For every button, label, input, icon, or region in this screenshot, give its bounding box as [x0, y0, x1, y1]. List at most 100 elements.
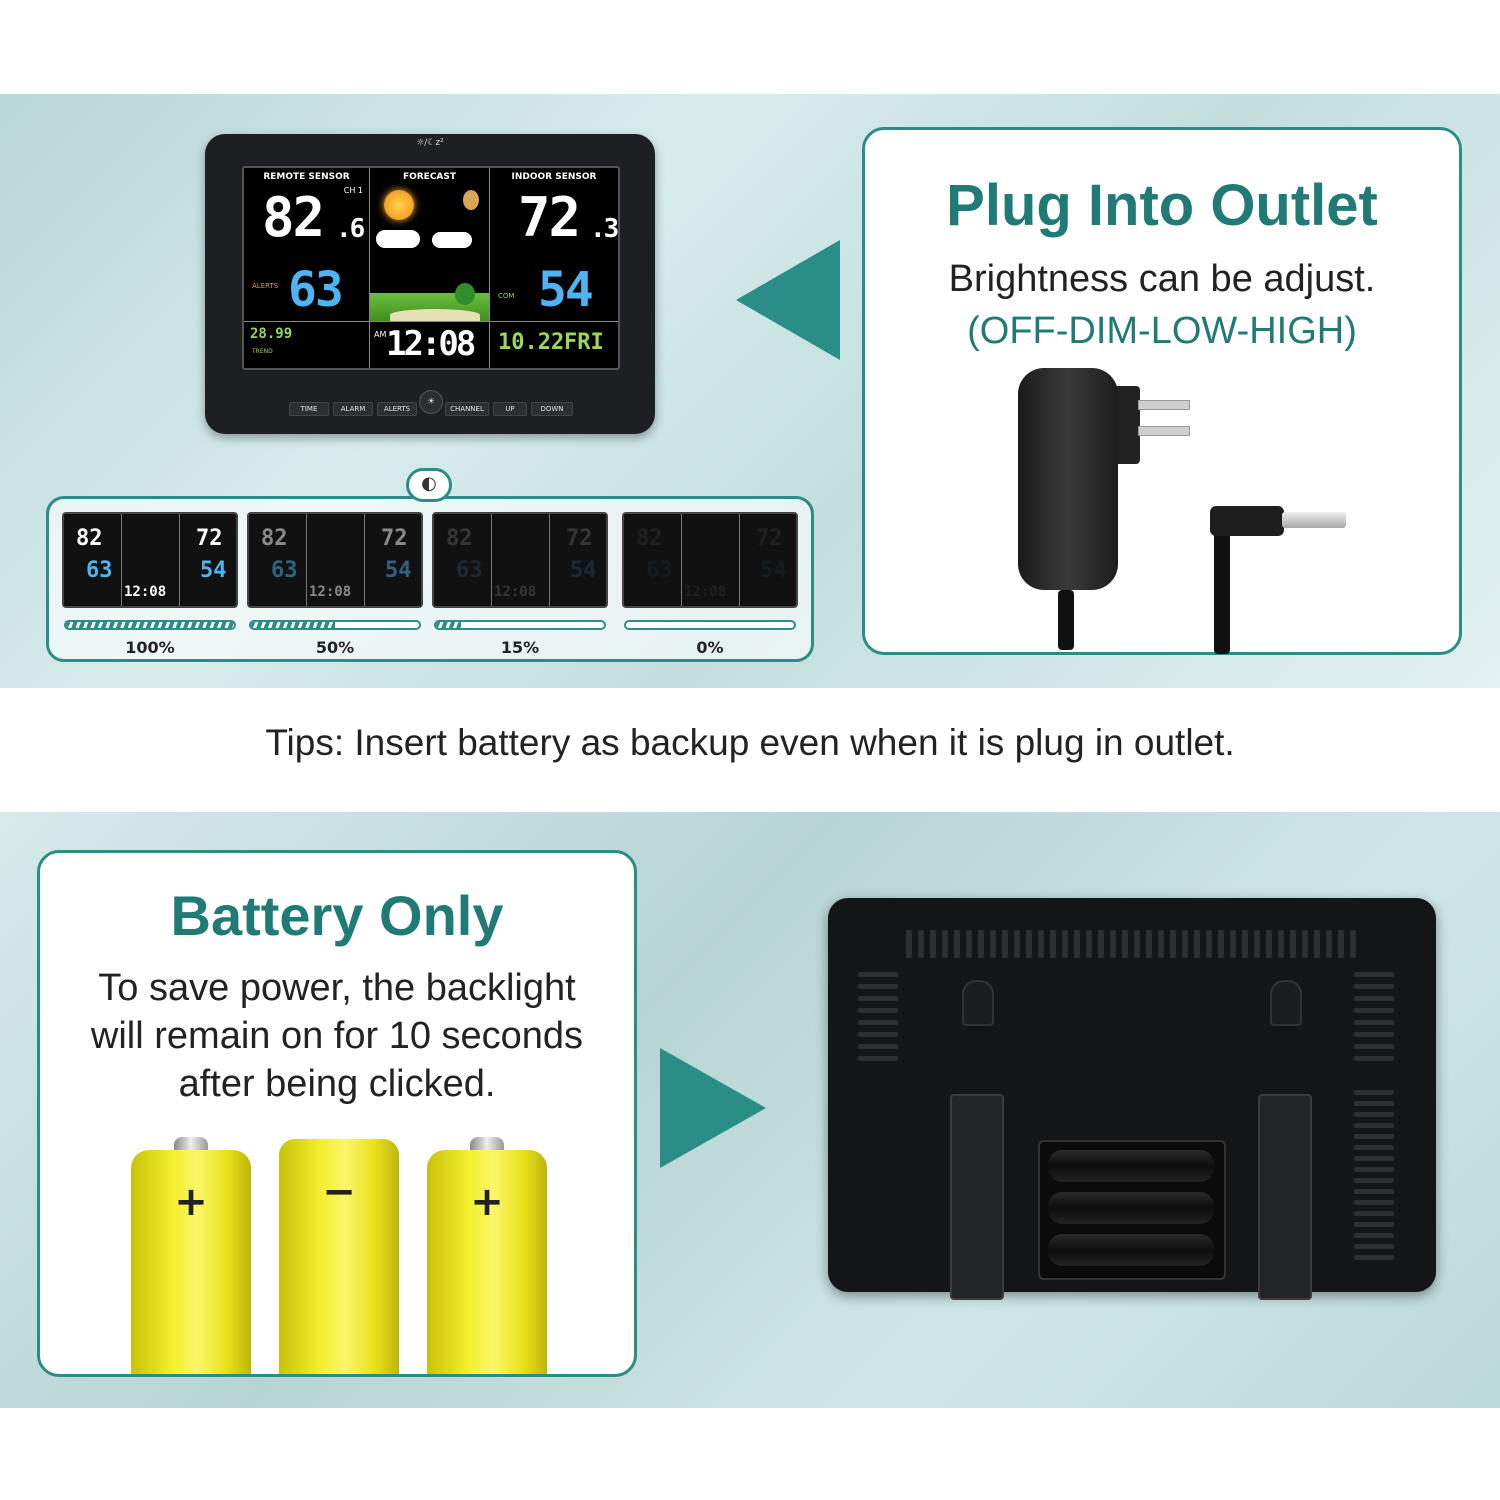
remote-humidity: 63 — [288, 262, 344, 318]
vent-slot — [1134, 930, 1140, 958]
vent-slot — [1290, 930, 1296, 958]
preview-indoor-humidity: 54 — [760, 558, 787, 583]
vent-slot — [1338, 930, 1344, 958]
side-vent — [1354, 984, 1394, 989]
vent-slot — [1170, 930, 1176, 958]
forecast-label: FORECAST — [402, 172, 457, 182]
aa-battery — [1048, 1234, 1214, 1266]
lcd-screen: REMOTE SENSOR CH 1 82 .6 ALERTS 63 FOREC… — [242, 166, 620, 370]
vent-slot — [1278, 930, 1284, 958]
brightness-percent-label: 50% — [315, 638, 355, 657]
date-value: 10.22 — [498, 330, 565, 355]
vent-slot — [978, 930, 984, 958]
button-row: TIME ALARM ALERTS CHANNEL UP DOWN — [205, 402, 655, 422]
indoor-sensor-cell: INDOOR SENSOR 72 .3 COM 54 — [490, 168, 618, 322]
light-button[interactable]: ☀ — [419, 390, 443, 414]
battery-icon — [427, 1150, 547, 1374]
preview-cell — [624, 514, 682, 606]
battery-line-1: To save power, the backlight — [98, 967, 576, 1009]
outlet-title: Plug Into Outlet — [946, 173, 1378, 238]
outlet-line-1: Brightness can be adjust. — [948, 258, 1376, 300]
alerts-button[interactable]: ALERTS — [377, 402, 417, 416]
side-vent — [1354, 1211, 1394, 1216]
indoor-sensor-label: INDOOR SENSOR — [511, 172, 597, 182]
brightness-bar — [249, 620, 421, 630]
vent-slot — [1038, 930, 1044, 958]
side-vent — [1354, 1032, 1394, 1037]
side-vent — [858, 1056, 898, 1061]
preview-indoor-temp: 72 — [196, 526, 223, 551]
alarm-button[interactable]: ALARM — [333, 402, 373, 416]
time-cell: AM 12:08 — [370, 322, 490, 368]
side-vent — [1354, 972, 1394, 977]
preview-remote-temp: 82 — [76, 526, 103, 551]
power-adapter-icon — [1018, 368, 1118, 590]
weather-station-front: ☼/☾z² REMOTE SENSOR CH 1 82 .6 ALERTS 63… — [205, 134, 655, 434]
battery-sign: − — [322, 1169, 356, 1215]
vent-slot — [990, 930, 996, 958]
side-vent — [1354, 1156, 1394, 1161]
vent-slot — [1194, 930, 1200, 958]
vent-slot — [1002, 930, 1008, 958]
side-vent — [1354, 1020, 1394, 1025]
preview-remote-humidity: 63 — [646, 558, 673, 583]
plug-prong — [1138, 400, 1190, 410]
brightness-bar — [64, 620, 236, 630]
battery-icon — [279, 1139, 399, 1374]
battery-title: Battery Only — [170, 884, 504, 947]
cloud-icon — [432, 232, 472, 248]
preview-cell — [492, 514, 550, 606]
day-value: FRI — [564, 330, 604, 355]
stand-leg — [1258, 1094, 1312, 1300]
indoor-temperature: 72 — [518, 186, 581, 249]
sun-icon — [384, 190, 414, 220]
side-vent — [1354, 1145, 1394, 1150]
brightness-bar — [624, 620, 796, 630]
side-vent — [1354, 996, 1394, 1001]
side-vent — [858, 996, 898, 1001]
brightness-percent-label: 0% — [696, 638, 724, 657]
vent-slot — [1110, 930, 1116, 958]
preview-time: 12:08 — [494, 584, 537, 600]
preview-indoor-humidity: 54 — [570, 558, 597, 583]
side-vent — [858, 1008, 898, 1013]
vent-slot — [1230, 930, 1236, 958]
vent-slot — [1062, 930, 1068, 958]
vent-slot — [1302, 930, 1308, 958]
battery-sign: + — [174, 1179, 208, 1225]
up-button[interactable]: UP — [493, 402, 527, 416]
down-button[interactable]: DOWN — [531, 402, 573, 416]
battery-cap — [470, 1137, 504, 1151]
remote-temperature-decimal: .6 — [336, 214, 365, 244]
preview-cell — [434, 514, 492, 606]
side-vent — [1354, 1233, 1394, 1238]
remote-sensor-cell: REMOTE SENSOR CH 1 82 .6 ALERTS 63 — [244, 168, 370, 322]
channel-button[interactable]: CHANNEL — [445, 402, 489, 416]
side-vent — [1354, 1255, 1394, 1260]
battery-sign: + — [470, 1179, 504, 1225]
side-vent — [1354, 1189, 1394, 1194]
side-vent — [1354, 1134, 1394, 1139]
preview-remote-humidity: 63 — [271, 558, 298, 583]
vent-slot — [1098, 930, 1104, 958]
preview-cell — [64, 514, 122, 606]
time-button[interactable]: TIME — [289, 402, 329, 416]
dc-plug — [1210, 506, 1284, 536]
pressure-cell: 28.99 TREND — [244, 322, 370, 368]
preview-indoor-temp: 72 — [381, 526, 408, 551]
brightness-bar-fill — [251, 622, 335, 628]
vent-slot — [1314, 930, 1320, 958]
preview-time: 12:08 — [684, 584, 727, 600]
vent-slot — [1074, 930, 1080, 958]
side-vent — [1354, 1244, 1394, 1249]
battery-cap — [174, 1137, 208, 1151]
cloud-icon — [376, 230, 420, 248]
vent-slot — [906, 930, 912, 958]
remote-sensor-label: REMOTE SENSOR — [263, 172, 350, 182]
tree-icon — [455, 283, 475, 305]
side-vent — [1354, 1056, 1394, 1061]
preview-remote-temp: 82 — [261, 526, 288, 551]
vent-slot — [1242, 930, 1248, 958]
